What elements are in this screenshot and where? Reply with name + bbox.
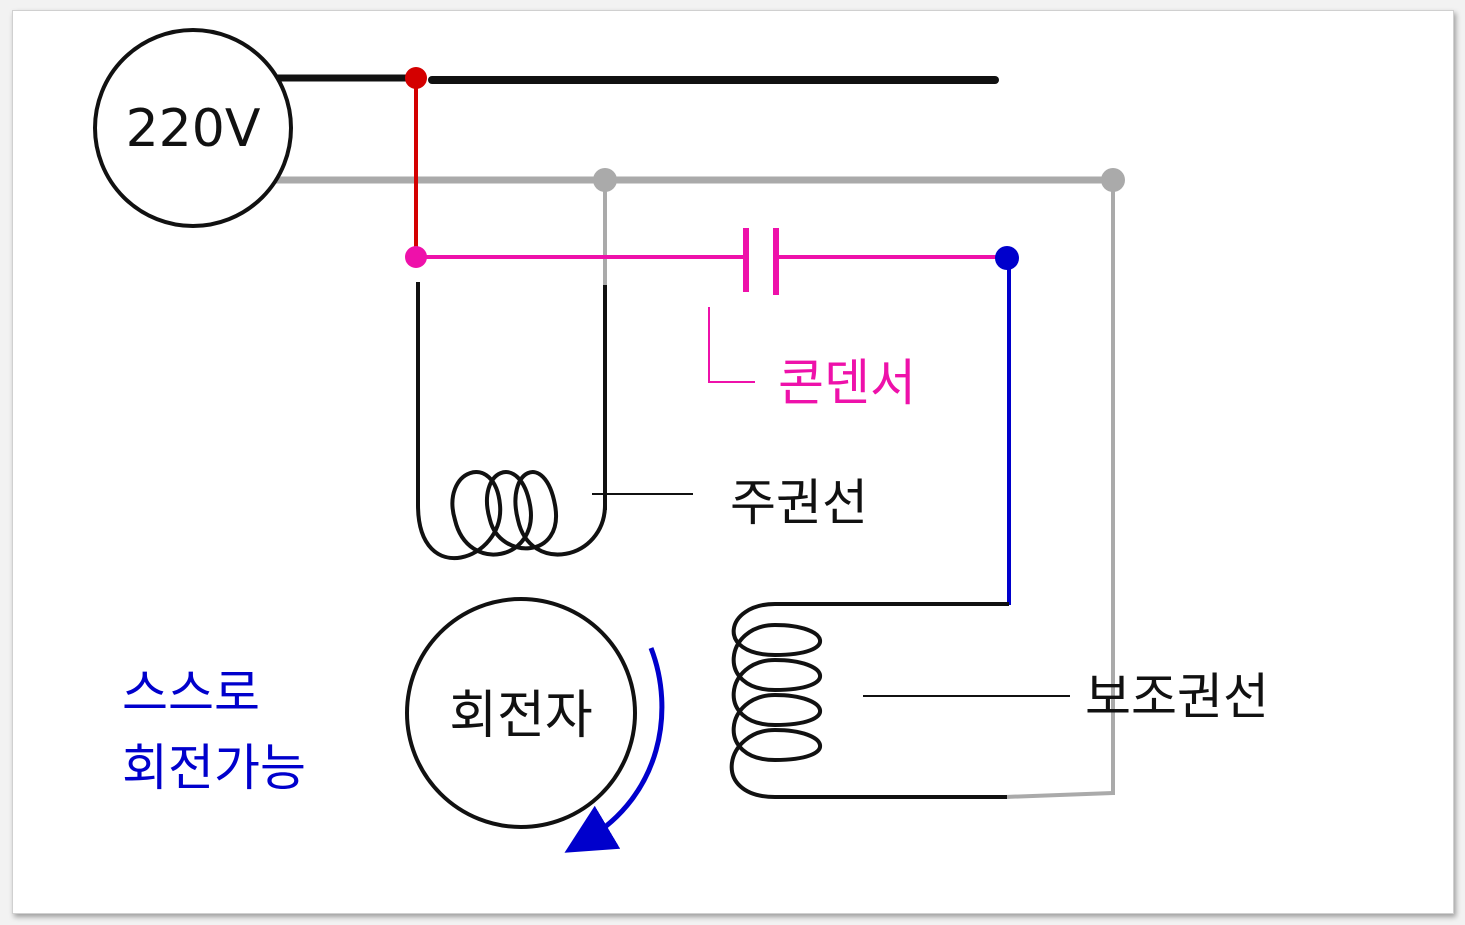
- rotor: [405, 597, 637, 829]
- voltage-source: [93, 28, 293, 228]
- aux-winding-coil: [729, 602, 822, 799]
- junction-neutral-aux: [1101, 168, 1125, 192]
- self-rotate-label-line2: 회전가능: [122, 739, 306, 797]
- capacitor-label: 콘덴서: [778, 354, 916, 412]
- rotation-arrow: [564, 647, 665, 853]
- junction-live: [405, 67, 427, 89]
- main-winding-label: 주권선: [730, 474, 868, 532]
- self-rotate-label-line1: 스스로: [122, 664, 260, 722]
- junction-capacitor-branch: [405, 246, 427, 268]
- neutral-return-aux: [1004, 791, 1114, 799]
- junction-neutral-main: [593, 168, 617, 192]
- junction-aux-feed: [995, 246, 1019, 270]
- aux-winding-label: 보조권선: [1085, 668, 1269, 726]
- main-winding-coil: [416, 470, 607, 561]
- rotor-label: 회전자: [449, 686, 593, 746]
- voltage-source-label: 220V: [126, 99, 261, 159]
- capacitor-callout-line: [708, 307, 755, 383]
